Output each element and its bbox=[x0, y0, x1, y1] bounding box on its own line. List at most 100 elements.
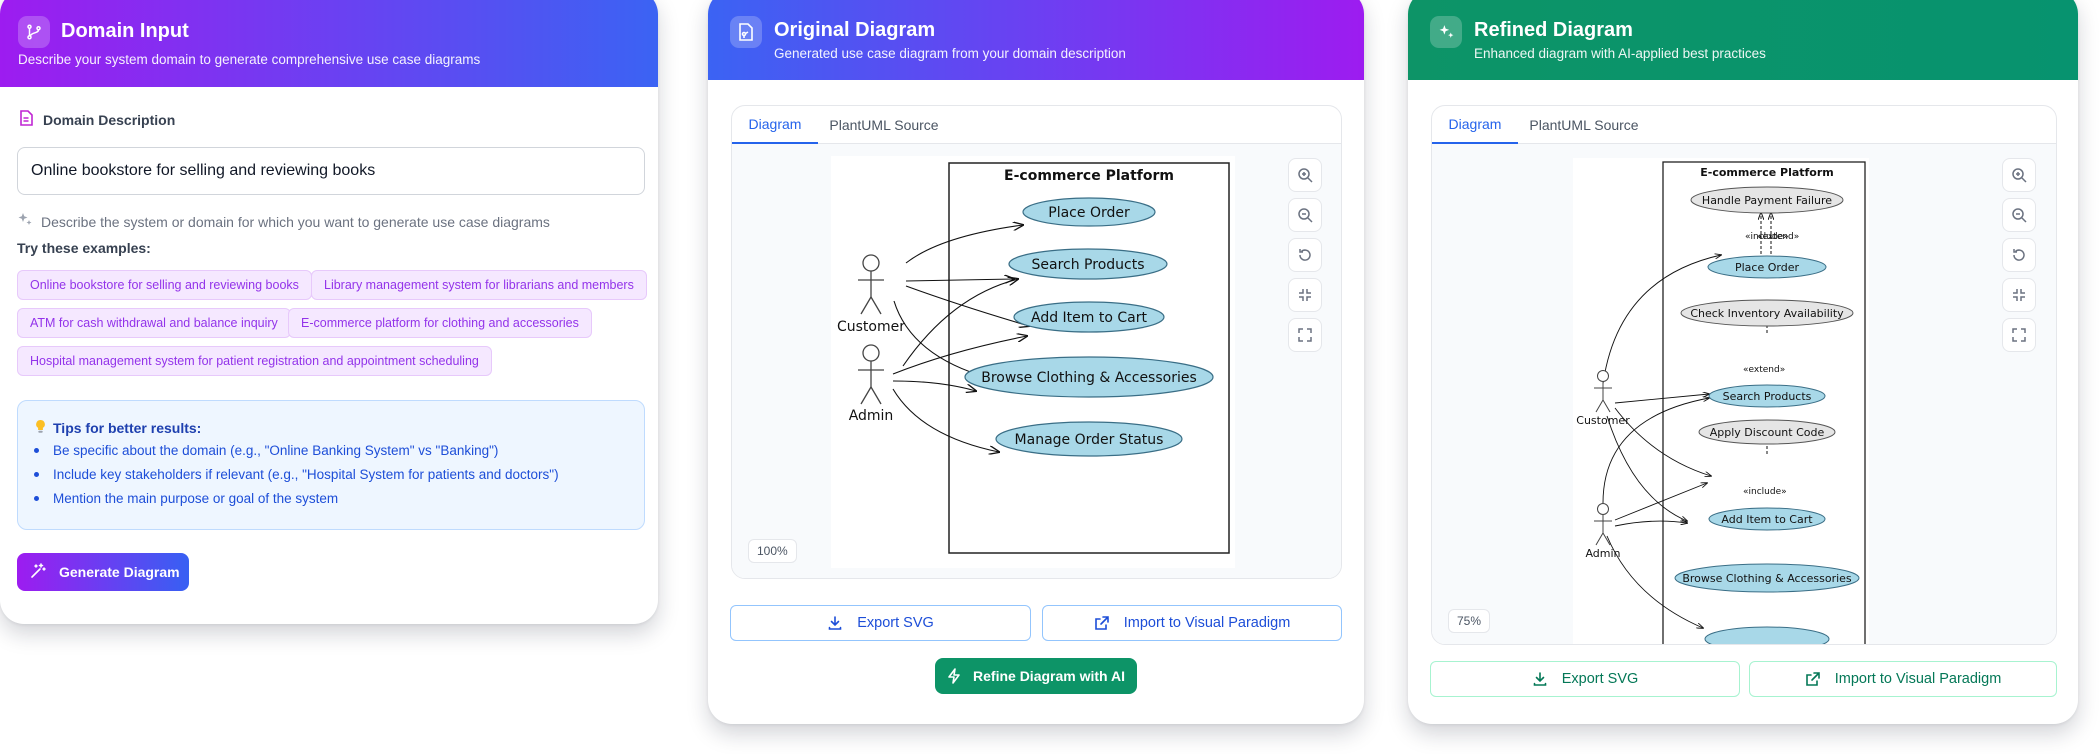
actor-customer bbox=[1594, 370, 1612, 413]
domain-input-title: Domain Input bbox=[61, 20, 189, 42]
sparkles-icon bbox=[1430, 16, 1462, 48]
example-chip-bookstore[interactable]: Online bookstore for selling and reviewi… bbox=[17, 270, 312, 300]
zoom-in-button[interactable] bbox=[2002, 158, 2036, 192]
reset-zoom-button[interactable] bbox=[1288, 238, 1322, 272]
use-case-place-order: Place Order bbox=[1048, 205, 1130, 221]
tip-text: Be specific about the domain (e.g., "Onl… bbox=[53, 443, 499, 458]
original-diagram-canvas[interactable]: E-commerce Platform Customer Admin bbox=[732, 144, 1341, 578]
bullet-icon bbox=[34, 496, 39, 501]
use-case-handle-payment-failure: Handle Payment Failure bbox=[1702, 194, 1832, 207]
tip-text: Mention the main purpose or goal of the … bbox=[53, 491, 339, 506]
tip-item: Mention the main purpose or goal of the … bbox=[34, 491, 338, 506]
wand-icon bbox=[30, 562, 46, 582]
download-icon bbox=[828, 616, 842, 630]
zoom-out-button[interactable] bbox=[1288, 198, 1322, 232]
refine-diagram-label: Refine Diagram with AI bbox=[973, 668, 1125, 684]
tip-item: Be specific about the domain (e.g., "Onl… bbox=[34, 443, 498, 458]
stereotype-extend: «extend» bbox=[1743, 365, 1785, 375]
use-case-apply-discount: Apply Discount Code bbox=[1710, 426, 1825, 439]
domain-hint: Describe the system or domain for which … bbox=[17, 212, 550, 231]
fullscreen-button[interactable] bbox=[2002, 318, 2036, 352]
refined-diagram-title: Refined Diagram bbox=[1474, 19, 1633, 41]
bullet-icon bbox=[34, 448, 39, 453]
association-lines bbox=[1602, 255, 1721, 628]
zoom-in-icon bbox=[1298, 168, 1313, 183]
refine-diagram-button[interactable]: Refine Diagram with AI bbox=[935, 658, 1137, 694]
actor-admin-label: Admin bbox=[849, 408, 894, 424]
system-name: E-commerce Platform bbox=[1004, 168, 1174, 184]
actor-admin bbox=[1594, 503, 1612, 546]
original-diagram-panel: Diagram PlantUML Source E-commerce Platf… bbox=[731, 105, 1342, 579]
zoom-level-badge: 75% bbox=[1448, 609, 1491, 633]
import-visual-paradigm-button[interactable]: Import to Visual Paradigm bbox=[1749, 661, 2057, 697]
reset-zoom-button[interactable] bbox=[2002, 238, 2036, 272]
examples-title: Try these examples: bbox=[17, 240, 151, 256]
rotate-ccw-icon bbox=[2013, 249, 2025, 261]
use-case-search-products: Search Products bbox=[1723, 390, 1812, 403]
tip-text: Include key stakeholders if relevant (e.… bbox=[53, 467, 559, 482]
use-case-search-products: Search Products bbox=[1032, 257, 1145, 273]
original-diagram-subtitle: Generated use case diagram from your dom… bbox=[774, 46, 1126, 61]
actor-admin bbox=[858, 344, 884, 405]
export-svg-label: Export SVG bbox=[1561, 671, 1639, 687]
domain-input-header: Domain Input Describe your system domain… bbox=[0, 0, 658, 87]
tips-title: Tips for better results: bbox=[53, 420, 202, 436]
bullet-icon bbox=[34, 472, 39, 477]
use-case-browse-clothing: Browse Clothing & Accessories bbox=[1682, 572, 1852, 585]
example-chip-hospital[interactable]: Hospital management system for patient r… bbox=[17, 346, 492, 376]
download-icon bbox=[1533, 672, 1547, 686]
tab-diagram[interactable]: Diagram bbox=[1432, 106, 1518, 144]
lightning-icon bbox=[948, 668, 960, 684]
domain-description-input[interactable]: Online bookstore for selling and reviewi… bbox=[17, 147, 645, 195]
use-case-ellipses bbox=[1674, 255, 1860, 644]
refined-diagram-header: Refined Diagram Enhanced diagram with AI… bbox=[1408, 0, 2078, 80]
domain-description-label: Domain Description bbox=[43, 111, 176, 128]
refined-diagram-subtitle: Enhanced diagram with AI-applied best pr… bbox=[1474, 46, 1766, 61]
domain-hint-text: Describe the system or domain for which … bbox=[41, 213, 550, 230]
zoom-out-icon bbox=[1298, 208, 1313, 223]
fit-to-screen-button[interactable] bbox=[2002, 278, 2036, 312]
use-case-ellipses bbox=[964, 197, 1214, 457]
generate-diagram-button[interactable]: Generate Diagram bbox=[17, 553, 189, 591]
zoom-out-button[interactable] bbox=[2002, 198, 2036, 232]
use-case-add-item-to-cart: Add Item to Cart bbox=[1031, 310, 1147, 326]
export-svg-button[interactable]: Export SVG bbox=[730, 605, 1031, 641]
stereotype-include: «include» bbox=[1743, 487, 1787, 497]
tab-plantuml-source[interactable]: PlantUML Source bbox=[829, 117, 939, 133]
original-diagram-title: Original Diagram bbox=[774, 19, 936, 41]
lightbulb-icon bbox=[34, 419, 47, 437]
system-boundary bbox=[1662, 161, 1866, 644]
stereotype-extend: «extend» bbox=[1757, 232, 1799, 242]
actor-customer-label: Customer bbox=[837, 319, 905, 335]
zoom-in-button[interactable] bbox=[1288, 158, 1322, 192]
association-lines bbox=[892, 225, 1029, 452]
export-svg-button[interactable]: Export SVG bbox=[1430, 661, 1740, 697]
use-case-check-inventory: Check Inventory Availability bbox=[1690, 307, 1844, 320]
zoom-level-badge: 100% bbox=[748, 539, 797, 563]
domain-description-label-row: Domain Description bbox=[19, 110, 175, 129]
actor-customer bbox=[858, 254, 884, 315]
fit-to-screen-button[interactable] bbox=[1288, 278, 1322, 312]
branch-icon bbox=[18, 16, 50, 48]
external-link-icon bbox=[1094, 616, 1109, 630]
zoom-out-icon bbox=[2012, 208, 2027, 223]
original-diagram-header: Original Diagram Generated use case diag… bbox=[708, 0, 1364, 80]
import-visual-paradigm-label: Import to Visual Paradigm bbox=[1123, 615, 1291, 631]
zoom-in-icon bbox=[2012, 168, 2027, 183]
collapse-icon bbox=[2013, 289, 2025, 301]
original-tab-bar: Diagram PlantUML Source bbox=[732, 106, 1341, 144]
actor-customer-label: Customer bbox=[1576, 414, 1630, 427]
system-boundary bbox=[948, 162, 1230, 554]
actor-admin-label: Admin bbox=[1585, 547, 1620, 560]
example-chip-library[interactable]: Library management system for librarians… bbox=[311, 270, 647, 300]
fullscreen-button[interactable] bbox=[1288, 318, 1322, 352]
example-chip-atm[interactable]: ATM for cash withdrawal and balance inqu… bbox=[17, 308, 291, 338]
original-diagram-card: Original Diagram Generated use case diag… bbox=[708, 0, 1364, 724]
tab-plantuml-source[interactable]: PlantUML Source bbox=[1529, 117, 1639, 133]
refined-diagram-canvas[interactable]: E-commerce Platform «include» «extend» «… bbox=[1432, 144, 2056, 644]
import-visual-paradigm-button[interactable]: Import to Visual Paradigm bbox=[1042, 605, 1342, 641]
use-case-place-order: Place Order bbox=[1735, 261, 1799, 274]
example-chip-ecommerce[interactable]: E-commerce platform for clothing and acc… bbox=[288, 308, 592, 338]
tab-diagram[interactable]: Diagram bbox=[732, 106, 818, 144]
dependency-lines bbox=[1761, 213, 1771, 454]
